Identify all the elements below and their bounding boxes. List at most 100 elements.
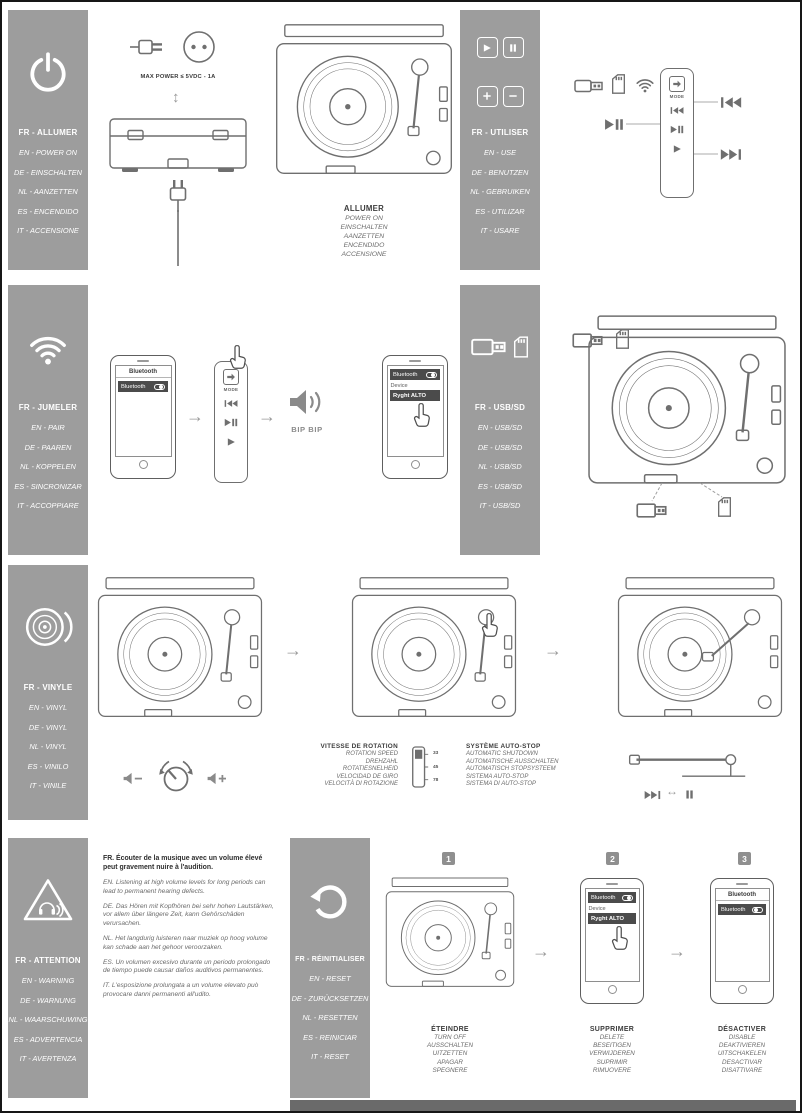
caption-title: ALLUMER [343,204,385,213]
strip-prev-icon [224,399,238,408]
mode-label: MODE [669,94,685,99]
hand-select-device-icon [412,403,430,428]
caption-line: AANZETTEN [343,233,385,240]
panel-power-illustration: ALLUMER POWER ON EINSCHALTEN AANZETTEN E… [268,10,460,270]
usb-port-icon [636,501,668,520]
sidebar-vinyl-label-nl: NL - VINYL [29,742,67,752]
bluetooth-row-label: Bluetooth [121,383,146,390]
turntable-front-illustration [108,112,248,176]
hand-press-mode-icon [228,345,246,370]
wifi-icon [23,301,73,393]
caption-line: SUPRIMIR [596,1058,628,1066]
sidebar-use-label-de: DE - BENUTZEN [471,167,529,177]
sidebar-use: FR - UTILISER EN - USE DE - BENUTZEN NL … [460,10,540,270]
phone-screen-title: Bluetooth [115,366,171,378]
sidebar-power-label-es: ES - ENCENDIDO [17,206,79,216]
caption-line: DEAKTIVIEREN [718,1042,766,1050]
sidebar-usbsd-title: FR - USB/SD [474,403,526,412]
caption-line: DISABLE [728,1034,756,1041]
sidebar-vinyl-label-de: DE - VINYL [28,722,68,732]
bluetooth-toggle-on [622,894,633,901]
sidebar-use-label-es: ES - UTILIZAR [475,206,525,216]
auto-stop-caption: SYSTÈME AUTO-STOP AUTOMATIC SHUTDOWN AUT… [466,743,590,789]
caption-line: TURN OFF [434,1034,466,1041]
caption-line: UITSCHAKELEN [717,1050,767,1058]
bluetooth-row: Bluetooth [118,381,168,392]
sidebar-pair-label-en: EN - PAIR [31,423,65,432]
sidebar-power-label-en: EN - POWER ON [19,148,77,157]
sidebar-vinyl-title: FR - VINYLE [23,683,73,692]
caption-line: SPEGNERE [432,1066,468,1074]
mode-label: MODE [223,387,239,392]
panel-reset-steps: 1 2 3 → Bluetooth Device Ryght ALTO → Bl… [370,838,796,1098]
sidebar-reset-label-de: DE - ZURÜCKSETZEN [291,993,369,1003]
phone-disable-bluetooth: Bluetooth Bluetooth [710,878,774,1004]
caption-line: DELETE [599,1034,625,1041]
sidebar-warning-label-es: ES - ADVERTENCIA [13,1034,83,1044]
warning-text-fr: FR. Écouter de la musique avec un volume… [103,855,263,871]
volume-knob-icon [154,755,198,795]
power-icon [25,26,71,118]
sd-card-icon [610,74,627,94]
power-plug-icon [130,36,166,58]
volume-up-icon [206,771,230,786]
control-strip: MODE [214,361,248,483]
rotation-speed-title: VITESSE DE ROTATION [320,743,398,750]
warning-text-it: IT. L'esposizione prolungata a un volume… [103,982,259,999]
caption-line: UITZETTEN [432,1050,468,1058]
max-power-label: MAX POWER ≤ 5VDC - 1A [140,74,216,80]
arrow-right-icon: → [284,640,302,660]
bluetooth-row: Bluetooth [718,904,766,915]
phone-delete-device: Bluetooth Device Ryght ALTO [580,878,644,1004]
speed-selector-icon [410,745,430,789]
panel-pair: Bluetooth Bluetooth → MODE → BIP BIP Blu… [88,285,460,555]
device-list-label: Device [390,383,408,389]
hand-delete-device-icon [610,926,628,951]
sidebar-usb-sd: FR - USB/SD EN - USB/SD DE - USB/SD NL -… [460,285,540,555]
mode-cycle-icon [226,372,236,382]
step-badge-3: 3 [738,852,751,865]
phone-home-button [607,985,617,994]
sidebar-power-title: FR - ALLUMER [18,128,78,137]
wifi-icon [633,74,657,94]
caption-line: DISATTIVARE [721,1066,763,1074]
sidebar-pair-label-de: DE - PAAREN [24,442,72,452]
speed-45: 45 [433,764,439,770]
phone-bluetooth-settings: Bluetooth Bluetooth [110,355,176,479]
caption-line: AUTOMATIC SHUTDOWN [466,751,538,757]
mode-button [669,76,685,92]
power-caption: ALLUMER POWER ON EINSCHALTEN AANZETTEN E… [268,204,460,259]
sidebar-power-label-de: DE - EINSCHALTEN [13,167,83,177]
connector-lines [626,101,718,155]
phone-home-button [138,460,148,469]
caption-line: ROTATION SPEED [345,751,398,757]
step1-title: ÉTEINDRE [431,1026,469,1033]
turntable-off-illustration [384,876,516,989]
speed-values: 33 45 78 [433,747,438,788]
strip-play-pause-icon [224,418,238,427]
arrow-right-icon: → [532,941,550,961]
panel-warning-text: FR. Écouter de la musique avec un volume… [88,838,290,1098]
phone-earpiece [137,360,149,362]
tonearm-illustration [628,749,746,784]
arrow-right-icon: → [668,941,686,961]
pause-tile-icon [502,37,524,59]
phone-earpiece [736,883,748,885]
sidebar-pair: FR - JUMELER EN - PAIR DE - PAAREN NL - … [8,285,88,555]
arrow-right-icon: → [258,406,276,426]
bluetooth-row-label: Bluetooth [591,894,616,901]
phone-earpiece [606,883,618,885]
footer-bar [290,1100,796,1111]
previous-track-icon [720,96,742,109]
sidebar-warning-label-it: IT - AVERTENZA [19,1054,77,1064]
panel-use-controls: MODE [540,10,796,270]
sidebar-warning-title: FR - ATTENTION [15,956,81,965]
step2-caption: SUPPRIMER DELETE BESEITIGEN VERWIJDEREN … [556,1026,668,1075]
sidebar-use-label-en: EN - USE [483,148,517,157]
bluetooth-row-label: Bluetooth [393,371,418,378]
sidebar-pair-label-es: ES - SINCRONIZAR [14,481,82,491]
hand-move-arm-icon [480,613,498,638]
sidebar-reset-label-it: IT - RESET [311,1052,349,1062]
phone-screen: Bluetooth Device Ryght ALTO [386,365,444,457]
